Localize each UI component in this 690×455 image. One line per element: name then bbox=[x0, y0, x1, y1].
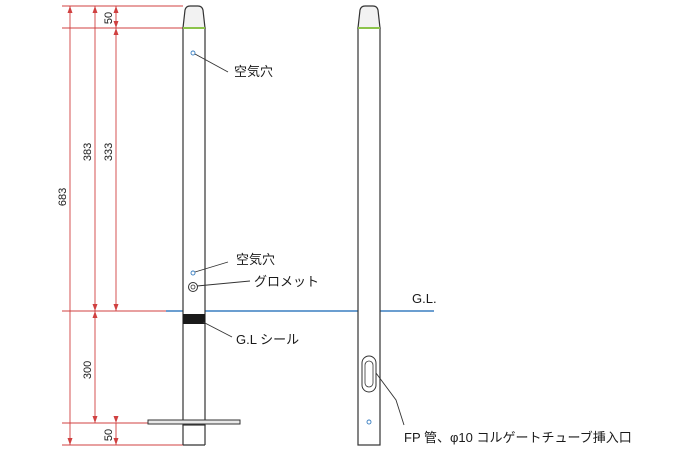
post-front-cap bbox=[182, 5, 206, 29]
gl-seal-label: G.L シール bbox=[236, 332, 299, 347]
air-hole-lower-icon bbox=[190, 270, 196, 276]
dim-text-bottom: 50 bbox=[103, 429, 115, 441]
side-hole-icon bbox=[366, 419, 372, 425]
grommet-label: グロメット bbox=[254, 274, 319, 289]
dim-text-above-ground: 383 bbox=[82, 143, 94, 161]
gl-seal-band bbox=[183, 314, 205, 324]
post-front-view bbox=[147, 5, 241, 446]
dimension-lines bbox=[62, 5, 183, 446]
post-front-body bbox=[182, 27, 206, 426]
air-hole-top-icon bbox=[190, 50, 196, 56]
dim-text-top-cap: 50 bbox=[103, 12, 115, 24]
ground-line-label: G.L. bbox=[412, 291, 437, 306]
dim-text-overall: 683 bbox=[57, 188, 69, 206]
dim-text-mid: 333 bbox=[103, 143, 115, 161]
fp-pipe-slot-inner bbox=[364, 360, 374, 388]
post-side-cap bbox=[357, 5, 381, 29]
dim-text-below-ground: 300 bbox=[82, 361, 94, 379]
post-side-view bbox=[357, 5, 381, 446]
base-plate-front bbox=[147, 419, 241, 425]
air-hole-lower-label: 空気穴 bbox=[236, 252, 275, 267]
leader-line-fp bbox=[375, 372, 405, 426]
leader-lines-front bbox=[194, 53, 251, 338]
air-hole-top-label: 空気穴 bbox=[234, 64, 273, 79]
fp-pipe-label: FP 管、φ10 コルゲートチューブ挿入口 bbox=[404, 430, 632, 445]
dimension-arrows bbox=[67, 6, 119, 445]
